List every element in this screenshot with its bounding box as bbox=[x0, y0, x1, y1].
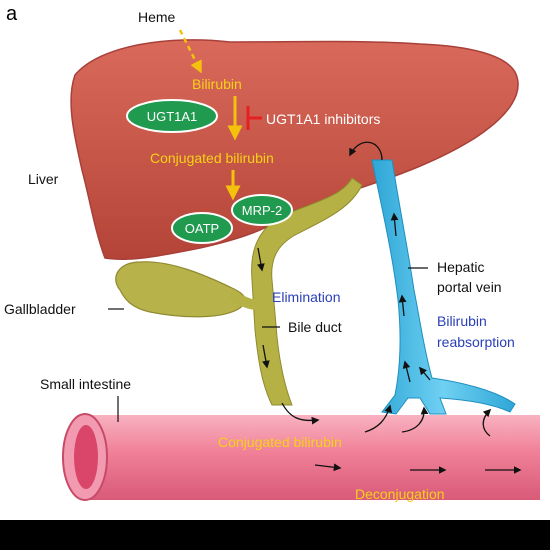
vein-flow-arrow-3 bbox=[398, 294, 407, 317]
ugt1a1-label: UGT1A1 bbox=[147, 109, 198, 124]
vein-flow-arrow-4 bbox=[390, 212, 399, 237]
reabsorb-arrow-2 bbox=[401, 406, 429, 433]
oatp-transporter bbox=[171, 212, 233, 244]
diagram-panel: a Heme Bilirubin UGT1A1 UGT1A1 inhibitor… bbox=[0, 0, 550, 520]
bile-duct-label: Bile duct bbox=[288, 319, 342, 335]
liver-label: Liver bbox=[28, 171, 59, 187]
mrp2-label: MRP-2 bbox=[242, 203, 282, 218]
reabsorb-arrow-1 bbox=[364, 404, 393, 433]
vein-into-liver-arrow bbox=[349, 141, 383, 161]
bilirubin-metabolism-diagram: a Heme Bilirubin UGT1A1 UGT1A1 inhibitor… bbox=[4, 3, 540, 502]
cystic-duct bbox=[228, 290, 258, 310]
gallbladder-label: Gallbladder bbox=[4, 301, 76, 317]
bile-exit-arrow bbox=[281, 402, 320, 425]
inhibitor-bar bbox=[246, 106, 262, 130]
bile-flow-arrow-1 bbox=[257, 247, 265, 272]
oatp-label: OATP bbox=[185, 221, 219, 236]
heme-to-bilirubin-arrow bbox=[178, 29, 202, 74]
hepatic-label-line2: portal vein bbox=[437, 279, 502, 295]
reabsorption-label-line2: reabsorption bbox=[437, 334, 515, 350]
deconjugation-label: Deconjugation bbox=[355, 486, 445, 502]
elimination-label: Elimination bbox=[272, 289, 340, 305]
gallbladder-shape bbox=[115, 261, 246, 318]
small-intestine-label: Small intestine bbox=[40, 376, 131, 392]
portal-vein bbox=[371, 159, 516, 415]
reabsorb-arrow-3 bbox=[482, 408, 492, 437]
small-intestine bbox=[85, 415, 540, 500]
hepatic-label-line1: Hepatic bbox=[437, 259, 484, 275]
mrp2-transporter bbox=[231, 194, 293, 226]
panel-letter: a bbox=[6, 3, 18, 25]
bile-flow-arrow-2 bbox=[262, 344, 270, 369]
intestine-lumen bbox=[74, 425, 98, 489]
vein-flow-arrow-2 bbox=[419, 366, 431, 381]
ugt1a1-enzyme bbox=[126, 99, 218, 133]
liver-shape bbox=[70, 39, 519, 261]
vein-flow-arrow-1 bbox=[402, 360, 411, 383]
conjugated-bilirubin-label: Conjugated bilirubin bbox=[150, 150, 274, 166]
intestine-flow-arrow-1 bbox=[314, 463, 342, 472]
bilirubin-label: Bilirubin bbox=[192, 76, 242, 92]
reabsorption-label-line1: Bilirubin bbox=[437, 313, 487, 329]
intestine-conjugated-bilirubin-label: Conjugated bilirubin bbox=[218, 434, 342, 450]
ugt1a1-inhibitors-label: UGT1A1 inhibitors bbox=[266, 111, 380, 127]
heme-label: Heme bbox=[138, 9, 176, 25]
